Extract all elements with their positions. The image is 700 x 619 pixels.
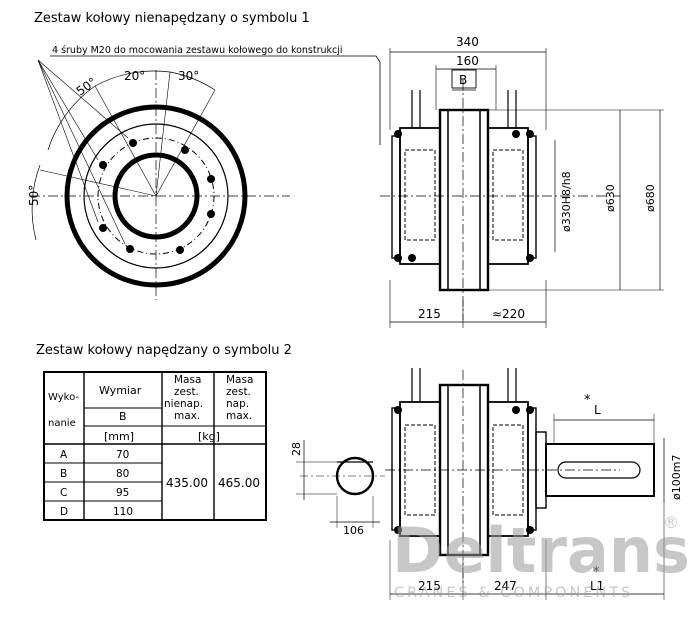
table-h-nanie: nanie bbox=[48, 418, 76, 429]
table-h-wymiar: Wymiar bbox=[99, 384, 142, 397]
dim-b: B bbox=[459, 73, 467, 87]
dim-star-top: * bbox=[584, 393, 591, 408]
table-row-d-wyk: D bbox=[60, 506, 68, 518]
angle-label-30: 30° bbox=[178, 69, 199, 83]
table-h-m2-1: zest. bbox=[226, 386, 251, 398]
section1-title: Zestaw kołowy nienapędzany o symbolu 1 bbox=[34, 11, 310, 26]
table-row-d-b: 110 bbox=[113, 506, 133, 518]
dim-340: 340 bbox=[456, 35, 479, 49]
watermark-reg: ® bbox=[663, 513, 679, 532]
angle-label-50-left: 50° bbox=[27, 185, 41, 206]
table-h-m1-0: Masa bbox=[174, 374, 201, 386]
table-h-m1-1: zest. bbox=[174, 386, 199, 398]
table-h-m1-3: max. bbox=[174, 410, 200, 422]
deltrans-watermark: Deltrans ® CRANES & COMPONENTS bbox=[392, 513, 690, 601]
table-h-m1-2: nienap. bbox=[164, 398, 203, 410]
dim-shaft: ø100m7 bbox=[670, 455, 683, 500]
dim-106: 106 bbox=[343, 524, 364, 537]
dim-160: 160 bbox=[456, 54, 479, 68]
table-row-a-b: 70 bbox=[116, 449, 129, 461]
table-h-wyko: Wyko- bbox=[48, 392, 79, 403]
table-h-m2-3: max. bbox=[226, 410, 252, 422]
shaft-cross-section bbox=[296, 440, 385, 528]
table-h-m2-2: nap. bbox=[226, 398, 249, 410]
section2-title: Zestaw kołowy napędzany o symbolu 2 bbox=[36, 343, 292, 358]
dim-247: 247 bbox=[494, 579, 517, 593]
bolt-note: 4 śruby M20 do mocowania zestawu kołoweg… bbox=[52, 45, 343, 56]
watermark-brand: Deltrans bbox=[392, 514, 690, 587]
wheel-front-view bbox=[30, 59, 290, 300]
table-h-m2-0: Masa bbox=[226, 374, 253, 386]
mass-nap-value: 465.00 bbox=[218, 476, 260, 490]
watermark-tagline: CRANES & COMPONENTS bbox=[394, 585, 633, 601]
table-row-a-wyk: A bbox=[60, 449, 68, 461]
dim-220: ≈220 bbox=[492, 307, 525, 321]
table-h-b: B bbox=[119, 410, 127, 423]
dim-l: L bbox=[594, 403, 601, 417]
table-row-c-b: 95 bbox=[116, 487, 129, 499]
angle-label-20: 20° bbox=[124, 69, 145, 83]
table-h-mm: [mm] bbox=[104, 430, 134, 443]
table-row-b-b: 80 bbox=[116, 468, 129, 480]
dim-630: ø630 bbox=[604, 184, 617, 212]
dim-680: ø680 bbox=[644, 184, 657, 212]
dimension-table bbox=[43, 371, 267, 521]
dim-215-top: 215 bbox=[418, 307, 441, 321]
dim-star-bottom: * bbox=[593, 565, 600, 580]
bolt-note-leader bbox=[50, 55, 381, 145]
dim-215-bottom: 215 bbox=[418, 579, 441, 593]
mass-nienap-value: 435.00 bbox=[166, 476, 208, 490]
dim-bore: ø330H8/h8 bbox=[560, 171, 573, 232]
wheel-side-view-2 bbox=[385, 368, 665, 600]
dim-28: 28 bbox=[290, 442, 303, 456]
table-row-b-wyk: B bbox=[60, 468, 67, 480]
table-h-kg: [kg] bbox=[198, 430, 220, 443]
dim-l1: L1 bbox=[590, 579, 604, 593]
wheel-side-view-1 bbox=[380, 48, 664, 328]
table-row-c-wyk: C bbox=[60, 487, 67, 499]
angle-label-50-top: 50° bbox=[74, 75, 99, 99]
